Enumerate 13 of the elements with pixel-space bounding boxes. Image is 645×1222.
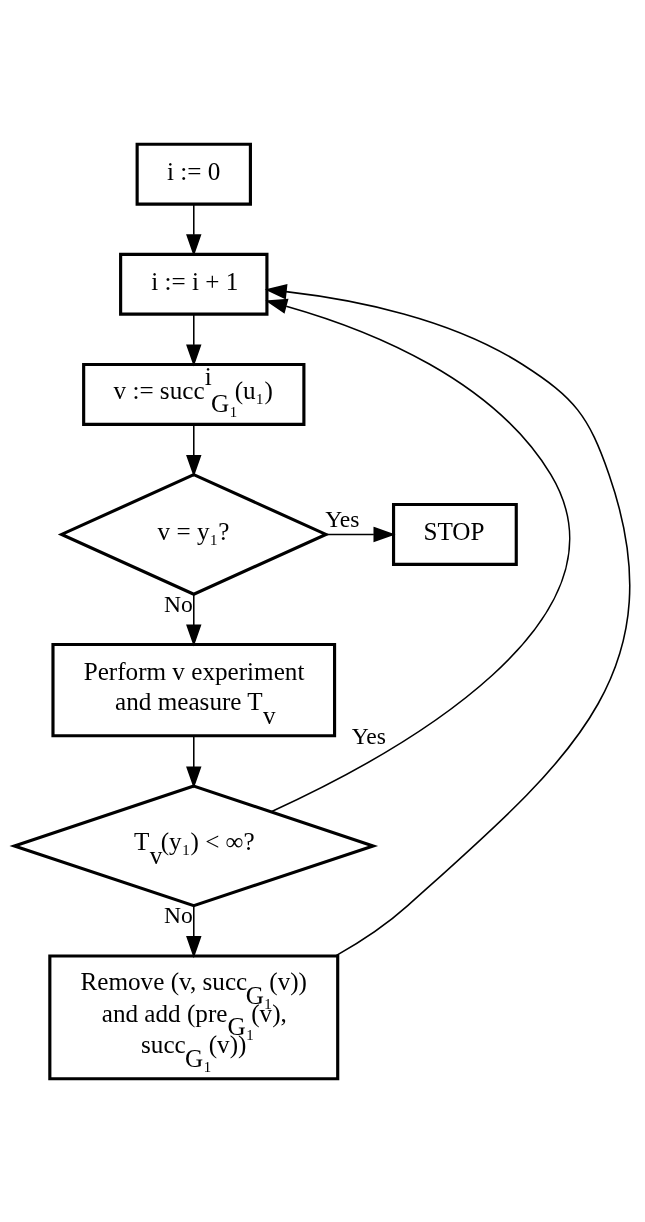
arrow [186,423,202,477]
arrow [265,298,571,813]
node-box: STOP [392,502,518,566]
node-box: i := 0 [135,142,252,206]
edge-label: Yes [351,722,387,749]
node-box: i := i + 1 [119,252,269,316]
arrow [186,593,202,647]
arrow [186,734,202,788]
arrow [186,313,202,366]
arrow [186,203,202,256]
arrow [264,283,630,957]
arrow [325,526,396,542]
arrow [186,904,202,958]
